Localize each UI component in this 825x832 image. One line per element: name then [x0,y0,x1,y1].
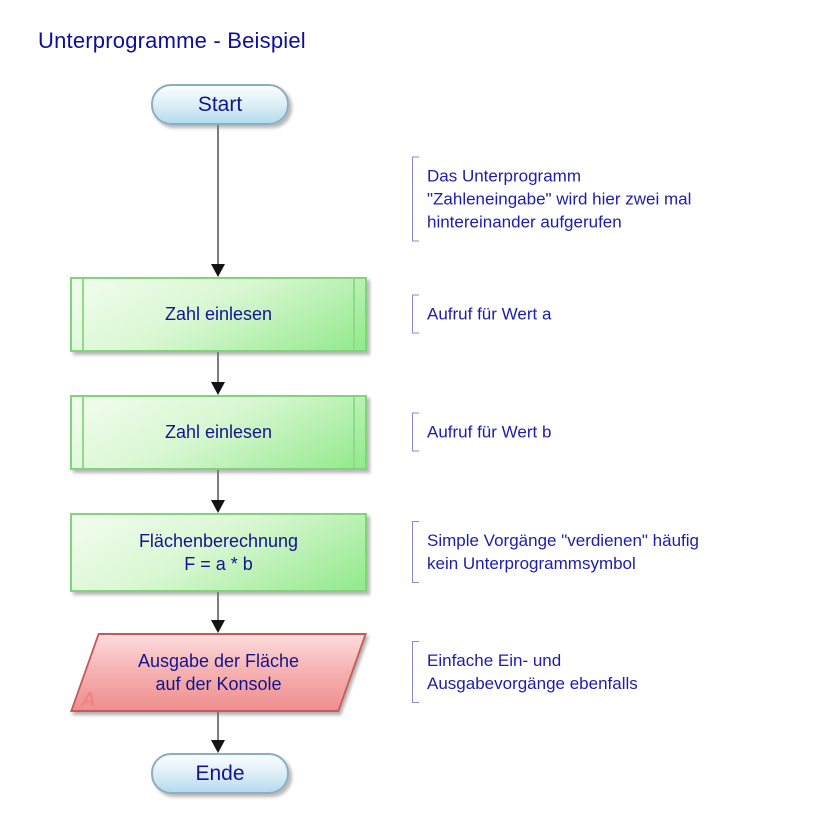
flow-arrow-process-to-io [211,592,225,633]
arrowhead-down-icon [211,382,225,395]
annotation-bracket-icon [412,156,419,242]
annotation-text: Einfache Ein- und Ausgabevorgänge ebenfa… [427,651,638,693]
annotation-call-value-a: Aufruf für Wert a [412,294,552,334]
subroutine-node-1-label: Zahl einlesen [164,304,273,324]
process-node-line2: F = a * b [184,553,253,574]
start-terminal: Start [151,84,289,125]
subroutine-node-2: Zahl einlesen [70,395,367,470]
arrowhead-down-icon [211,620,225,633]
annotation-simple-io: Einfache Ein- und Ausgabevorgänge ebenfa… [412,641,638,703]
arrow-line [217,470,219,501]
arrow-line [217,592,219,621]
annotation-text: Simple Vorgänge "verdienen" häufig kein … [427,531,699,573]
annotation-text: Aufruf für Wert a [427,304,552,324]
subroutine-stripe-left [82,279,84,350]
arrowhead-down-icon [211,264,225,277]
flow-arrow-io-to-end [211,712,225,753]
annotation-bracket-icon [412,294,419,334]
annotation-text: Das Unterprogramm "Zahleneingabe" wird h… [427,166,692,232]
annotation-text: Aufruf für Wert b [427,422,552,442]
annotation-bracket-icon [412,521,419,583]
arrowhead-down-icon [211,740,225,753]
flow-arrow-sub1-to-sub2 [211,352,225,395]
annotation-call-value-b: Aufruf für Wert b [412,412,552,452]
subroutine-stripe-left [82,397,84,468]
arrowhead-down-icon [211,500,225,513]
annotation-subprogram-calls: Das Unterprogramm "Zahleneingabe" wird h… [412,156,692,242]
io-node-label: Ausgabe der Fläche auf der Konsole [86,635,351,710]
subroutine-node-2-label: Zahl einlesen [164,422,273,442]
start-terminal-label: Start [197,92,243,116]
page-title: Unterprogramme - Beispiel [38,28,306,53]
io-node-line2: auf der Konsole [155,673,282,694]
process-node-line1: Flächenberechnung [138,530,299,551]
arrow-line [217,121,219,265]
io-corner-letter: A [81,689,96,711]
subroutine-stripe-right [353,279,355,350]
process-node-label: Flächenberechnung F = a * b [139,530,298,576]
annotation-bracket-icon [412,641,419,703]
end-terminal: Ende [151,753,289,794]
arrow-line [217,352,219,383]
arrow-line [217,712,219,741]
end-terminal-label: Ende [195,761,245,785]
annotation-simple-operations: Simple Vorgänge "verdienen" häufig kein … [412,521,699,583]
subroutine-stripe-right [353,397,355,468]
annotation-bracket-icon [412,412,419,452]
flow-arrow-start-to-sub1 [211,121,225,277]
flow-arrow-sub2-to-process [211,470,225,513]
io-node-line1: Ausgabe der Fläche [137,650,300,671]
subroutine-node-1: Zahl einlesen [70,277,367,352]
process-node: Flächenberechnung F = a * b [70,513,367,592]
io-node: Ausgabe der Fläche auf der Konsole A [70,633,367,712]
